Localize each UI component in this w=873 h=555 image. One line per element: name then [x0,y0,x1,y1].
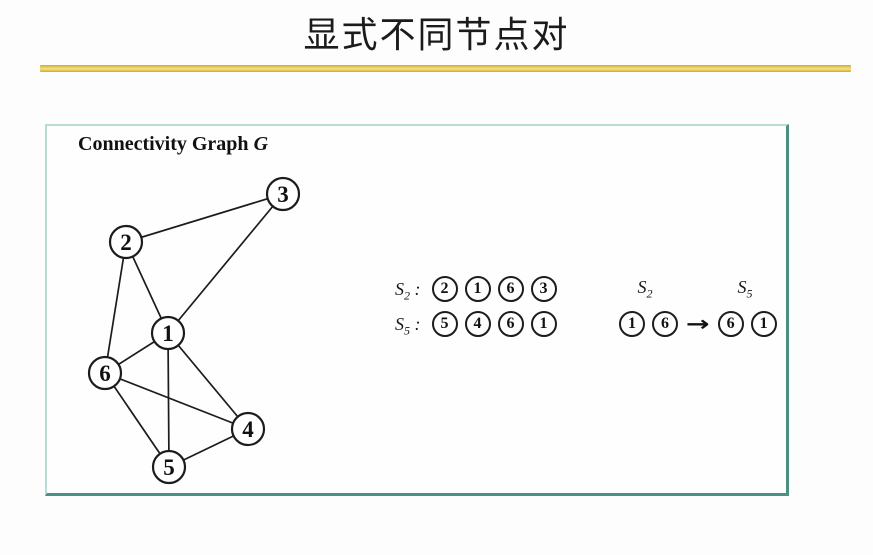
node-chip-4: 4 [464,311,491,337]
sequence-label: S2 : [395,278,421,303]
node-chip-6: 6 [497,276,524,302]
sequence-label: S2 [637,277,653,301]
graph-edge-1-4 [167,332,249,430]
node-chip-1: 1 [464,276,491,302]
node-chip-6: 6 [717,311,744,337]
graph-node-label-3: 3 [277,182,289,207]
graph-node-1 [150,315,186,351]
node-chip-1: 1 [619,311,645,337]
graph-node-label-2: 2 [120,230,132,255]
swap-arrow-icon: → [685,311,710,336]
graph-edge-6-4 [104,372,249,430]
graph-node-label-6: 6 [99,361,111,386]
graph-edge-3-1 [167,193,284,334]
sequence-label: S5 [737,277,753,301]
node-chip-6: 6 [497,311,524,337]
panel-heading-text: Connectivity Graph [78,133,254,155]
graph-edge-2-6 [104,241,127,374]
swap-left-label: S2 [637,277,657,301]
node-chip-6: 6 [652,311,678,337]
sequence-label: S5 : [395,313,421,338]
page-title: 显式不同节点对 [303,15,570,55]
node-chip-2: 2 [431,276,458,302]
graph-node-4 [230,411,266,447]
node-chip-3: 3 [530,276,557,302]
swap-right-label: S5 [737,277,757,301]
graph-node-6 [87,355,123,391]
panel-heading-symbol: G [253,133,269,155]
node-chip-1: 1 [750,311,777,337]
title-divider [40,65,851,72]
graph-edge-1-5 [167,332,170,468]
panel-heading: Connectivity Graph G [78,133,268,156]
graph-node-3 [265,176,301,212]
graph-node-label-4: 4 [242,417,254,442]
node-chip-5: 5 [431,311,458,337]
node-chip-1: 1 [530,311,557,337]
graph-node-5 [151,449,187,485]
graph-edge-6-5 [104,372,170,468]
graph-node-2 [108,224,144,260]
graph-edge-2-3 [125,193,284,243]
graph-node-label-1: 1 [162,321,174,346]
connectivity-graph: 1 2 3 4 5 6 [87,176,301,485]
graph-node-label-5: 5 [163,455,175,480]
